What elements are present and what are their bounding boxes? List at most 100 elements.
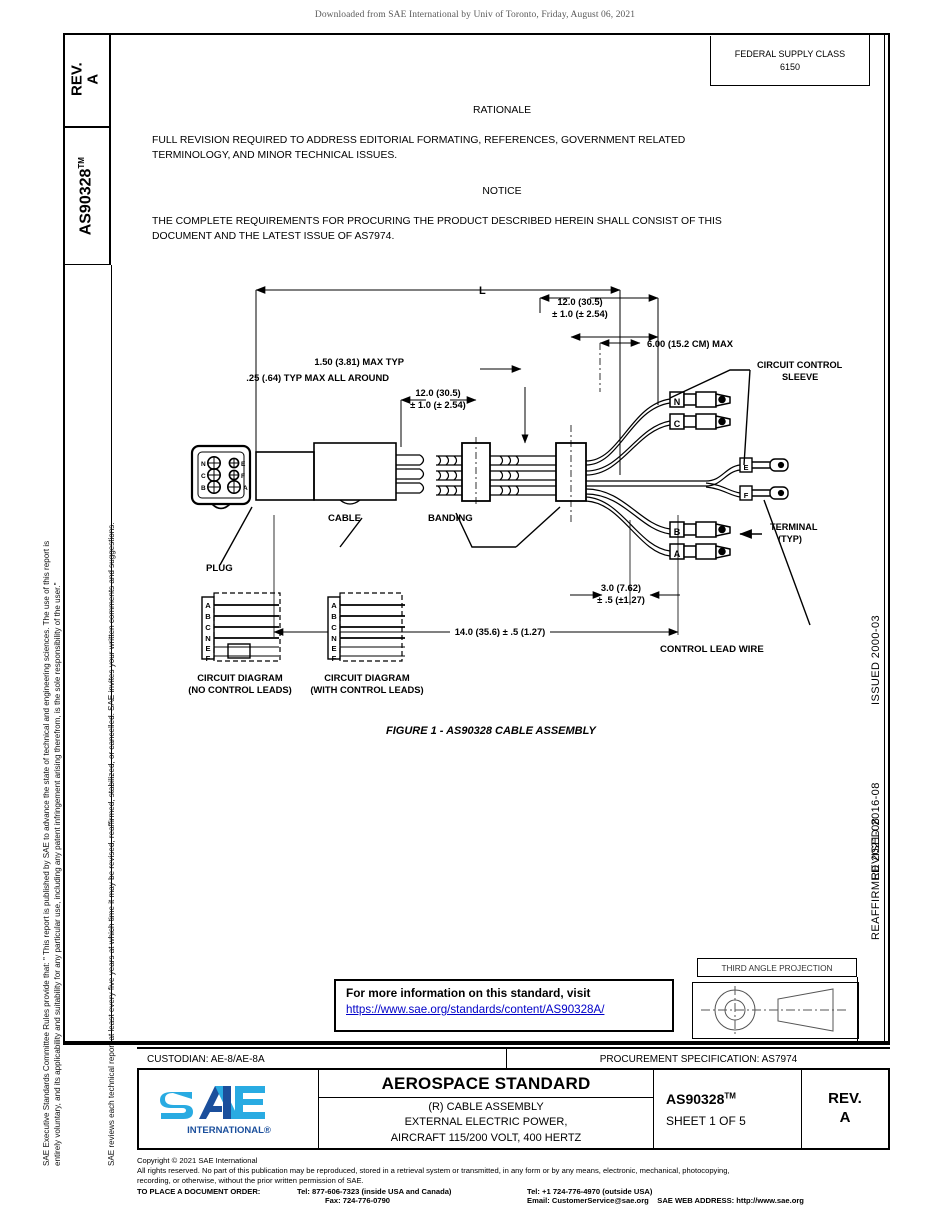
standard-subtitle: (R) CABLE ASSEMBLY EXTERNAL ELECTRIC POW… xyxy=(319,1098,653,1148)
notice-body-line-1: THE COMPLETE REQUIREMENTS FOR PROCURING … xyxy=(152,216,722,228)
dim-3.0-line2: ± .5 (±1.27) xyxy=(597,594,645,605)
federal-supply-class-value: 6150 xyxy=(779,61,801,72)
lead-tag-C: C xyxy=(674,419,681,429)
dim-.25-typ-max: .25 (.64) TYP MAX ALL AROUND xyxy=(246,372,389,383)
document-number-cell: AS90328TM SHEET 1 OF 5 xyxy=(654,1070,802,1148)
standard-title: AEROSPACE STANDARD xyxy=(319,1070,653,1098)
circuit-left-row-B: B xyxy=(205,612,211,621)
federal-supply-class-label: FEDERAL SUPPLY CLASS xyxy=(734,49,846,60)
circuit-right-title-2: (WITH CONTROL LEADS) xyxy=(310,684,423,695)
plug-pin-A: A xyxy=(243,485,248,492)
dim-12.0-a-line2: ± 1.0 (± 2.54) xyxy=(410,399,466,410)
dim-1.50-max-typ: 1.50 (3.81) MAX TYP xyxy=(314,356,404,367)
standard-subtitle-line-3: AIRCRAFT 115/200 VOLT, 400 HERTZ xyxy=(390,1131,582,1144)
revision-cell: REV. A xyxy=(802,1070,888,1148)
label-control-lead-wire: CONTROL LEAD WIRE xyxy=(660,644,764,655)
standard-url-link[interactable]: https://www.sae.org/standards/content/AS… xyxy=(346,1002,605,1016)
rights-line-1: All rights reserved. No part of this pub… xyxy=(137,1165,730,1175)
sae-logo-sub: INTERNATIONAL® xyxy=(187,1125,271,1136)
dim-12.0-b-line2: ± 1.0 (± 2.54) xyxy=(552,308,608,319)
lead-tag-E: E xyxy=(743,463,748,472)
web-address: SAE WEB ADDRESS: http://www.sae.org xyxy=(657,1196,804,1206)
figure-caption: FIGURE 1 - AS90328 CABLE ASSEMBLY xyxy=(386,725,598,737)
dim-L: L xyxy=(479,285,486,297)
frame-bottom-rule xyxy=(63,1043,890,1045)
federal-supply-class-box: FEDERAL SUPPLY CLASS 6150 xyxy=(710,36,870,86)
circuit-left-row-N: N xyxy=(205,634,210,643)
plug-pin-C: C xyxy=(201,473,206,480)
rationale-heading: RATIONALE xyxy=(472,105,532,116)
dim-12.0-a-line1: 12.0 (30.5) xyxy=(415,387,460,398)
revision-value: A xyxy=(839,1109,851,1126)
circuit-right-title-1: CIRCUIT DIAGRAM xyxy=(324,672,410,683)
dim-6.00-max: 6.00 (15.2 CM) MAX xyxy=(647,338,734,349)
tel-inside: Tel: 877-606-7323 (inside USA and Canada… xyxy=(297,1186,452,1196)
drawing-frame xyxy=(63,33,890,1043)
designation-tab-label: AS90328 xyxy=(77,168,95,236)
plug-pin-B: B xyxy=(201,485,206,492)
label-terminal-1: TERMINAL xyxy=(770,522,818,532)
side-legal-line-2: entirely voluntary, and its applicabilit… xyxy=(53,582,62,1166)
dim-14.0: 14.0 (35.6) ± .5 (1.27) xyxy=(455,626,546,637)
side-legal-line-1: SAE Executive Standards Committee Rules … xyxy=(42,540,51,1166)
circuit-right-row-B: B xyxy=(331,612,337,621)
procurement-spec-text: PROCUREMENT SPECIFICATION: AS7974 xyxy=(599,1054,798,1065)
circuit-left-row-E: E xyxy=(205,644,210,653)
email-address: Email: CustomerService@sae.org xyxy=(527,1196,649,1206)
frame-inner-right-rule xyxy=(884,33,885,1043)
order-label: TO PLACE A DOCUMENT ORDER: xyxy=(137,1186,261,1196)
third-angle-projection-symbol xyxy=(692,982,859,1039)
lead-tag-N: N xyxy=(674,397,681,407)
standard-subtitle-line-2: EXTERNAL ELECTRIC POWER, xyxy=(404,1116,568,1129)
plug-pin-E: E xyxy=(241,461,246,468)
rights-line-2: recording, or otherwise, without the pri… xyxy=(137,1175,364,1185)
label-terminal-2: (TYP) xyxy=(778,534,802,544)
rationale-body-line-2: TERMINOLOGY, AND MINOR TECHNICAL ISSUES. xyxy=(152,149,398,161)
frame-inner-left-rule xyxy=(111,265,112,1043)
revision-label: REV. xyxy=(828,1090,862,1108)
circuit-right-row-F: F xyxy=(332,654,337,663)
custodian-text: CUSTODIAN: AE-8/AE-8A xyxy=(137,1049,507,1070)
rev-tab: REV. A xyxy=(63,33,111,128)
circuit-left-title-2: (NO CONTROL LEADS) xyxy=(188,684,291,695)
label-cable: CABLE xyxy=(328,513,362,524)
download-notice: Downloaded from SAE International by Uni… xyxy=(314,10,636,20)
plug-pin-N: N xyxy=(201,461,206,468)
rev-tab-value: A xyxy=(84,74,102,85)
sae-logo: INTERNATIONAL® xyxy=(139,1070,319,1148)
circuit-right-row-A: A xyxy=(331,601,337,610)
figure-1-cable-assembly-diagram: L 1.50 (3.81) MAX TYP .25 (.64) TYP MAX … xyxy=(150,275,870,755)
circuit-right-row-E: E xyxy=(331,644,336,653)
circuit-left-row-C: C xyxy=(205,623,211,632)
label-circuit-control-sleeve-2: SLEEVE xyxy=(782,372,818,382)
lead-tag-F: F xyxy=(744,491,749,500)
circuit-right-row-N: N xyxy=(331,634,336,643)
label-circuit-control-sleeve-1: CIRCUIT CONTROL xyxy=(757,360,843,370)
plug-pin-F: F xyxy=(241,473,245,480)
third-angle-projection-label: THIRD ANGLE PROJECTION xyxy=(697,958,857,977)
notice-body-line-2: DOCUMENT AND THE LATEST ISSUE OF AS7974. xyxy=(152,230,395,242)
more-information-box: For more information on this standard, v… xyxy=(334,979,674,1032)
custodian-row: CUSTODIAN: AE-8/AE-8A PROCUREMENT SPECIF… xyxy=(137,1047,890,1070)
designation-tab: AS90328TM xyxy=(63,128,111,265)
circuit-left-row-F: F xyxy=(206,654,211,663)
rationale-notice-block: RATIONALE FULL REVISION REQUIRED TO ADDR… xyxy=(152,104,852,245)
copyright-footer: Copyright © 2021 SAE International All r… xyxy=(137,1156,917,1206)
date-issued: ISSUED 2000-03 xyxy=(870,615,882,705)
notice-heading: NOTICE xyxy=(482,186,522,198)
lead-tag-B: B xyxy=(674,527,681,537)
circuit-right-row-C: C xyxy=(331,623,337,632)
trademark-icon: TM xyxy=(76,156,86,169)
rationale-body-line-1: FULL REVISION REQUIRED TO ADDRESS EDITOR… xyxy=(152,134,686,146)
dim-3.0-line1: 3.0 (7.62) xyxy=(601,582,641,593)
circuit-left-title-1: CIRCUIT DIAGRAM xyxy=(197,672,283,683)
copyright-line: Copyright © 2021 SAE International xyxy=(137,1156,258,1165)
tel-outside: Tel: +1 724-776-4970 (outside USA) xyxy=(527,1186,653,1196)
label-banding: BANDING xyxy=(428,513,473,524)
circuit-left-row-A: A xyxy=(205,601,211,610)
fax-number: Fax: 724-776-0790 xyxy=(325,1196,391,1206)
side-legal-line-3: SAE reviews each technical report at lea… xyxy=(107,522,116,1166)
label-plug: PLUG xyxy=(206,563,233,574)
title-block-main: AEROSPACE STANDARD (R) CABLE ASSEMBLY EX… xyxy=(319,1070,654,1148)
